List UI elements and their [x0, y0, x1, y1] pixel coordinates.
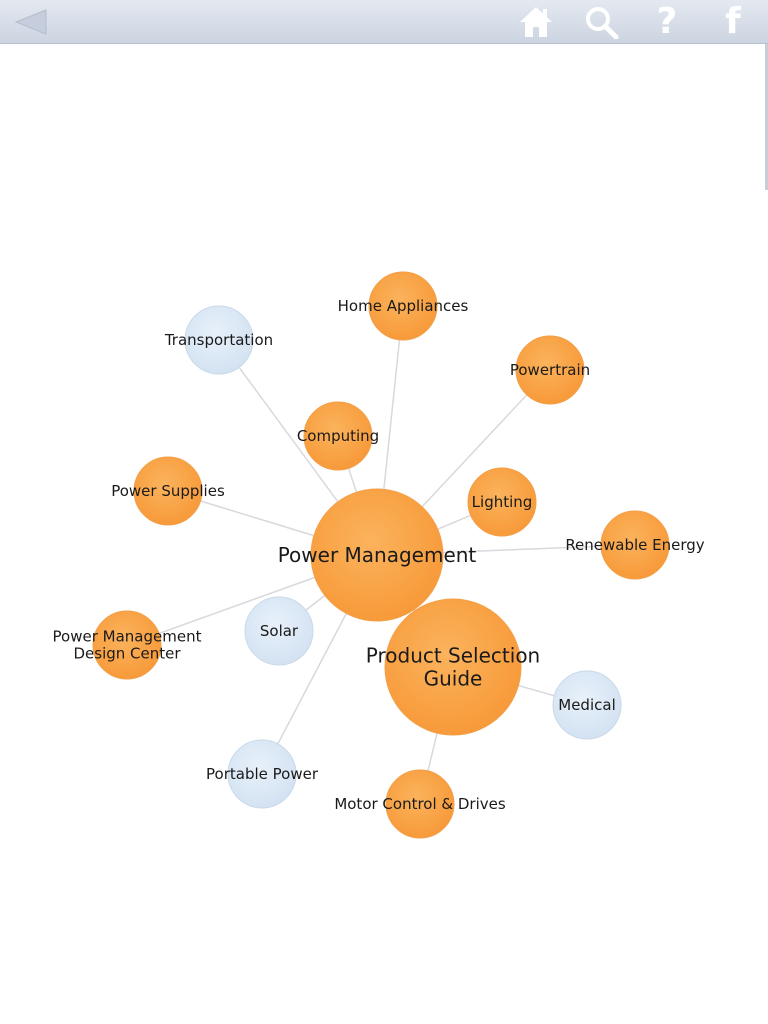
topic-node-label: Computing — [297, 427, 379, 445]
facebook-button[interactable]: f — [714, 3, 752, 41]
topic-node-circle — [310, 488, 444, 622]
topic-node-label: Design Center — [73, 645, 181, 663]
topic-node-label: Product Selection — [366, 644, 540, 668]
topic-node-light[interactable]: Lighting — [467, 467, 537, 537]
search-button[interactable] — [583, 3, 621, 41]
topic-node-label: Portable Power — [206, 765, 319, 783]
help-button[interactable]: ? — [648, 3, 686, 41]
topic-node-circle — [368, 271, 438, 341]
topic-node-circle — [303, 401, 373, 471]
search-icon — [586, 7, 619, 39]
topic-node-ps[interactable]: Power Supplies — [111, 456, 225, 526]
topic-node-circle — [133, 456, 203, 526]
topic-node-label: Lighting — [472, 493, 533, 511]
topic-node-label: Power Management — [53, 627, 202, 645]
topic-node-label: Power Supplies — [111, 482, 225, 500]
topic-node-circle — [227, 739, 297, 809]
topic-node-circle — [384, 598, 522, 736]
topic-node-circle — [600, 510, 670, 580]
topic-node-label: Medical — [558, 696, 615, 714]
topic-node-circle — [385, 769, 455, 839]
home-icon — [520, 7, 552, 37]
topic-node-solar[interactable]: Solar — [244, 596, 314, 666]
top-toolbar: ? f — [0, 0, 768, 44]
facebook-icon: f — [725, 1, 741, 42]
topic-node-comp[interactable]: Computing — [297, 401, 379, 471]
topic-node-power[interactable]: Powertrain — [510, 335, 590, 405]
topic-node-circle — [552, 670, 622, 740]
topic-node-label: Powertrain — [510, 361, 590, 379]
topic-node-trans[interactable]: Transportation — [164, 305, 273, 375]
topic-node-label: Solar — [260, 622, 299, 640]
topic-node-label: Power Management — [278, 543, 477, 567]
topic-node-label: Guide — [424, 667, 483, 691]
topic-node-label: Motor Control & Drives — [334, 795, 506, 813]
topic-node-med[interactable]: Medical — [552, 670, 622, 740]
help-icon: ? — [656, 1, 678, 42]
topic-node-label: Home Appliances — [338, 297, 469, 315]
back-button[interactable] — [12, 3, 50, 41]
topic-node-circle — [244, 596, 314, 666]
topic-node-label: Transportation — [164, 331, 273, 349]
topic-node-circle — [515, 335, 585, 405]
topic-node-pm[interactable]: Power Management — [278, 488, 477, 622]
topic-node-circle — [92, 610, 162, 680]
topic-node-ren[interactable]: Renewable Energy — [565, 510, 705, 580]
topic-node-motor[interactable]: Motor Control & Drives — [334, 769, 506, 839]
back-arrow-icon — [14, 9, 47, 35]
home-button[interactable] — [517, 3, 555, 41]
topic-node-circle — [467, 467, 537, 537]
topic-node-label: Renewable Energy — [565, 536, 704, 554]
topic-node-home[interactable]: Home Appliances — [338, 271, 469, 341]
topic-node-circle — [184, 305, 254, 375]
scroll-indicator — [765, 44, 768, 190]
topic-node-port[interactable]: Portable Power — [206, 739, 319, 809]
